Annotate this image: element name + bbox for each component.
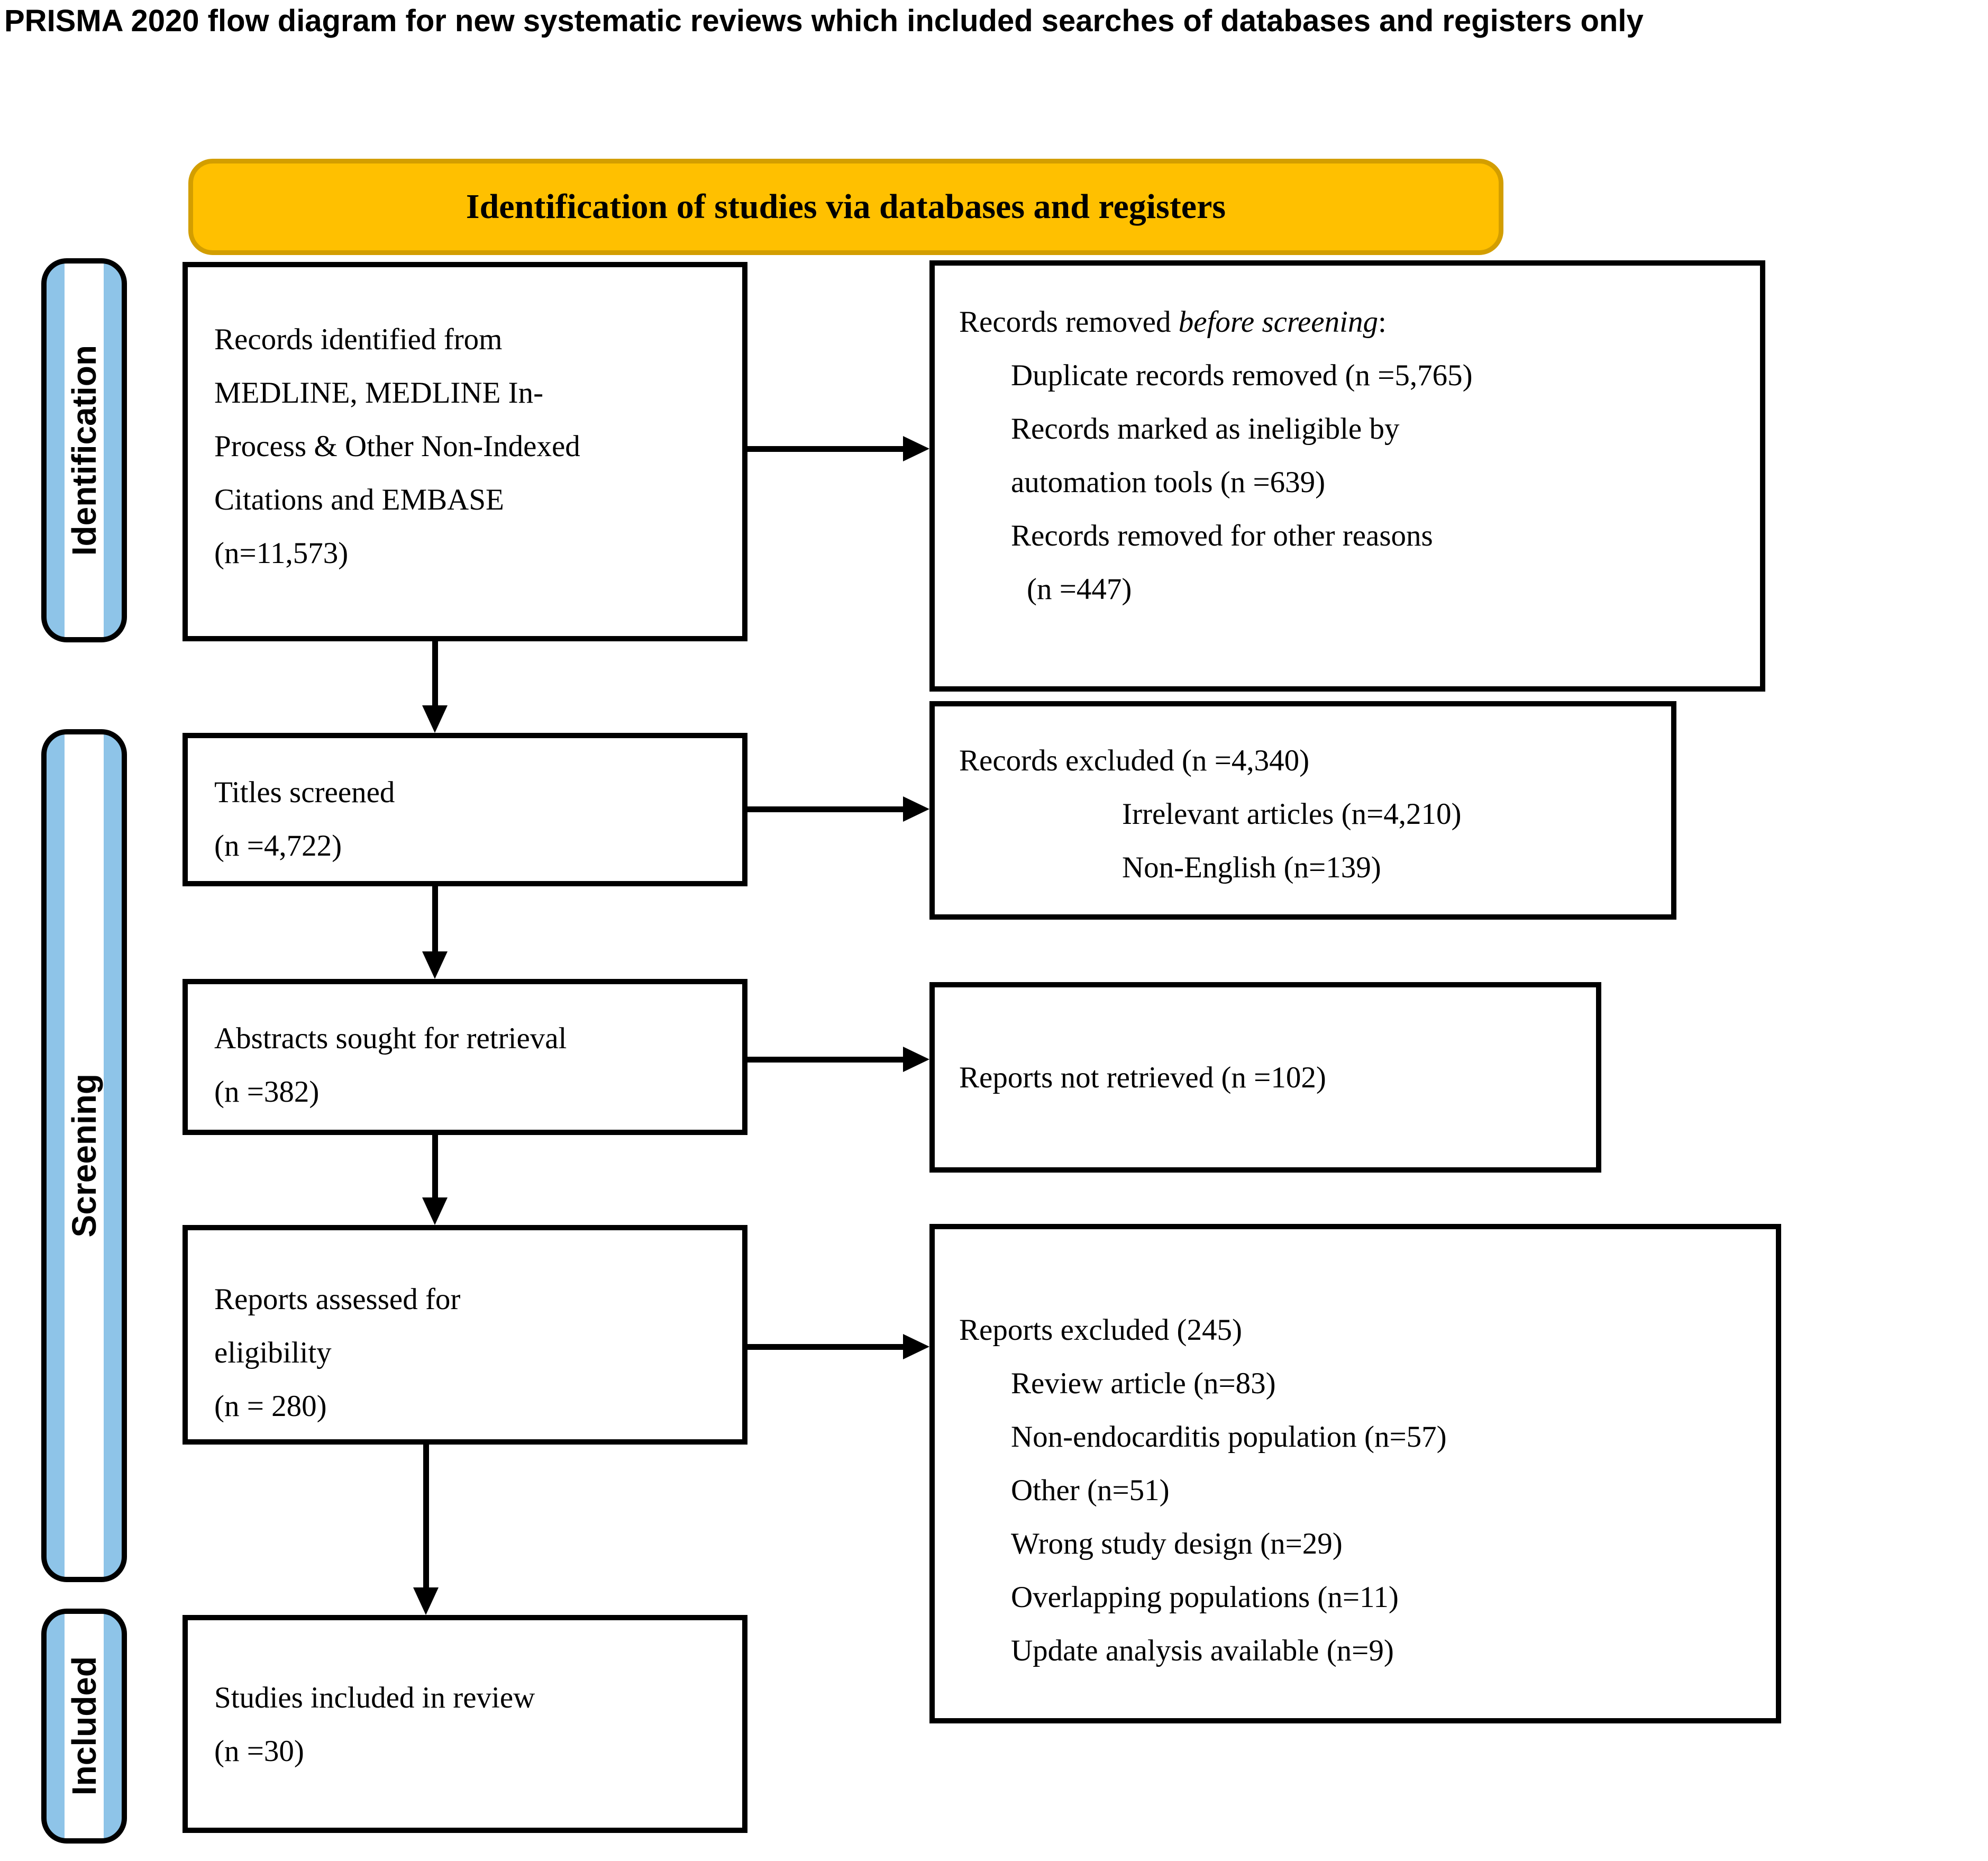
stage-screening: Screening [41, 729, 127, 1582]
arrow-abstracts-to-assessed [422, 1135, 448, 1225]
text-line: MEDLINE, MEDLINE In- [214, 376, 544, 410]
stage-included-label: Included [65, 1656, 103, 1796]
text-line: Duplicate records removed (n =5,765) [1011, 359, 1473, 392]
box-records-identified: Records identified from MEDLINE, MEDLINE… [183, 262, 747, 641]
box-records-removed: Records removed before screening: Duplic… [929, 260, 1765, 692]
stage-identification-label: Identification [65, 344, 103, 556]
text-line: (n =30) [214, 1735, 304, 1768]
arrow-abstracts-to-not-retrieved [747, 1047, 929, 1072]
text-line: Reports excluded (245) [959, 1313, 1243, 1347]
text-line: Studies included in review [214, 1681, 535, 1714]
box-reports-not-retrieved: Reports not retrieved (n =102) [929, 982, 1601, 1173]
text-line: Records excluded (n =4,340) [959, 744, 1310, 777]
box-titles-screened: Titles screened (n =4,722) [183, 733, 747, 886]
text-line: Abstracts sought for retrieval [214, 1022, 567, 1055]
text-line: Records identified from [214, 323, 503, 356]
text-line: Non-endocarditis population (n=57) [1011, 1420, 1447, 1454]
arrow-identified-to-removed [747, 436, 929, 461]
text-line: Records marked as ineligible by [1011, 412, 1400, 446]
arrow-identified-to-titles [422, 641, 448, 733]
text-line: Reports not retrieved (n =102) [959, 1060, 1326, 1094]
banner: Identification of studies via databases … [188, 159, 1503, 255]
text-line: Process & Other Non-Indexed [214, 430, 580, 463]
text-line: Overlapping populations (n=11) [1011, 1581, 1399, 1614]
text-line: (n =447) [1027, 573, 1132, 606]
box-abstracts-sought: Abstracts sought for retrieval (n =382) [183, 979, 747, 1135]
text-line: (n =382) [214, 1075, 320, 1109]
text-line: Irrelevant articles (n=4,210) [1122, 797, 1462, 831]
stage-included: Included [41, 1609, 127, 1844]
text-line: (n =4,722) [214, 829, 342, 863]
page-title: PRISMA 2020 flow diagram for new systema… [4, 4, 1644, 38]
box-studies-included: Studies included in review (n =30) [183, 1615, 747, 1833]
text-line: (n=11,573) [214, 537, 349, 570]
text-line: Records removed before screening: [959, 305, 1387, 339]
box-reports-assessed: Reports assessed for eligibility (n = 28… [183, 1225, 747, 1445]
text-line: Citations and EMBASE [214, 483, 504, 516]
text-line: Reports assessed for [214, 1283, 461, 1316]
stage-identification: Identification [41, 258, 127, 642]
text-line: automation tools (n =639) [1011, 466, 1326, 499]
arrow-titles-to-abstracts [422, 886, 448, 979]
text-line: Update analysis available (n=9) [1011, 1634, 1394, 1667]
arrow-titles-to-excluded [747, 796, 929, 822]
stage-screening-label: Screening [65, 1074, 103, 1238]
box-records-excluded: Records excluded (n =4,340) Irrelevant a… [929, 701, 1676, 920]
box-reports-excluded: Reports excluded (245) Review article (n… [929, 1224, 1781, 1723]
arrow-assessed-to-included [413, 1445, 439, 1615]
arrow-assessed-to-excluded [747, 1334, 929, 1359]
text-line: Other (n=51) [1011, 1474, 1170, 1507]
text-line: Review article (n=83) [1011, 1367, 1276, 1400]
text-line: Non-English (n=139) [1122, 851, 1381, 884]
text-line: Wrong study design (n=29) [1011, 1527, 1343, 1560]
text-line: Records removed for other reasons [1011, 519, 1433, 552]
text-line: (n = 280) [214, 1390, 327, 1423]
text-line: eligibility [214, 1336, 332, 1369]
text-line: Titles screened [214, 776, 395, 809]
